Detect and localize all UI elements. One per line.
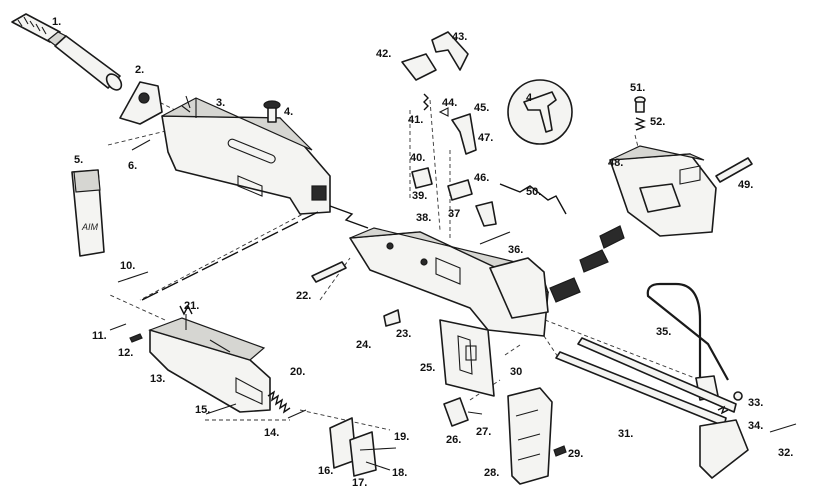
callout-43: 43.	[452, 31, 468, 43]
callout-12: 12.	[118, 347, 134, 359]
callout-29: 29.	[568, 448, 584, 460]
callout-48: 48.	[608, 157, 624, 169]
callout-25: 25.	[420, 362, 436, 374]
callout-31: 31.	[618, 428, 634, 440]
callout-5: 5.	[74, 154, 84, 166]
callout-52: 52.	[650, 116, 666, 128]
firing-pin-spring-part-20	[267, 390, 307, 419]
callout-46: 46.	[474, 172, 490, 184]
upper-receiver-part-1	[161, 95, 331, 215]
trigger-group	[401, 31, 497, 227]
grip-panel-part-28	[507, 387, 553, 485]
callout-23: 23.	[396, 328, 412, 340]
callout-45: 45.	[474, 102, 490, 114]
callout-28: 28.	[484, 467, 500, 479]
recoil-spring-part-10	[117, 205, 369, 301]
callout-20: 20.	[290, 366, 306, 378]
safety-part-26	[443, 397, 483, 427]
callout-39: 39.	[412, 190, 428, 202]
callout-36: 36.	[508, 244, 524, 256]
callout-17: 17.	[352, 477, 368, 489]
callout-24: 24.	[356, 339, 372, 351]
callout-18: 18.	[392, 467, 408, 479]
callout-22: 22.	[296, 290, 312, 302]
callout-49: 49.	[738, 179, 754, 191]
callout-10: 10.	[120, 260, 136, 272]
callout-21: 21.	[184, 300, 200, 312]
callout-40: 40.	[410, 152, 426, 164]
callout-42: 42.	[376, 48, 392, 60]
callout-34: 34.	[748, 420, 764, 432]
small-parts-part-23-24	[383, 309, 401, 327]
callout-41: 41.	[408, 114, 424, 126]
callout-1: 3.	[216, 97, 226, 109]
rear-block-part-48	[609, 96, 717, 237]
callout-50: 50.	[526, 186, 542, 198]
rear-sight-part-16	[329, 417, 397, 477]
callout-44: 44.	[442, 97, 458, 109]
insertion-arrow	[549, 225, 625, 303]
callout-4: 1.	[52, 16, 62, 28]
wire-spring-part-50	[499, 183, 567, 215]
magazine-part-5: AIM	[71, 169, 105, 257]
pin-part-6	[131, 139, 151, 151]
callout-26: 26.	[446, 434, 462, 446]
small-parts-part-32-34	[717, 391, 797, 433]
callout-32: 32.	[778, 447, 794, 459]
bolt-guide-part-15	[205, 403, 237, 415]
callout-38: 38.	[416, 212, 432, 224]
callout-35: 35.	[656, 326, 672, 338]
callout-13: 13.	[150, 373, 166, 385]
grip-frame-part-25	[439, 319, 495, 397]
detail-inset	[507, 79, 573, 145]
callout-27: 27.	[476, 426, 492, 438]
pin-part-22	[311, 261, 347, 283]
screw-part-29	[553, 445, 567, 457]
callout-11: 11.	[92, 330, 107, 342]
callout-51: 51.	[630, 82, 646, 94]
lower-receiver	[349, 227, 550, 337]
small-pins-part-11-12	[109, 323, 143, 343]
callout-3: 2.	[135, 64, 145, 76]
pin-part-36	[479, 231, 511, 245]
callout-30: 30	[510, 366, 523, 378]
callout-33: 33.	[748, 397, 764, 409]
callout-16: 16.	[318, 465, 334, 477]
spring-part-21	[179, 304, 193, 316]
callout-6: 6.	[128, 160, 138, 172]
callout-47: 47.	[478, 132, 494, 144]
callout-15: 15.	[195, 404, 211, 416]
bolt-part-13	[148, 314, 271, 413]
barrel-plate-part-3	[119, 81, 163, 125]
callout-19: 19.	[394, 431, 410, 443]
pin-part-49	[715, 157, 753, 183]
barrel-part-4	[11, 13, 123, 91]
callout-14: 14.	[264, 427, 280, 439]
callout-inset-4: 4	[526, 92, 533, 104]
callout-37: 37	[448, 208, 461, 220]
stock-rail-part-31	[555, 337, 749, 479]
magazine-stamp: AIM	[81, 222, 99, 232]
cocking-knob-part-2	[263, 100, 281, 123]
callout-2: 4.	[284, 106, 294, 118]
